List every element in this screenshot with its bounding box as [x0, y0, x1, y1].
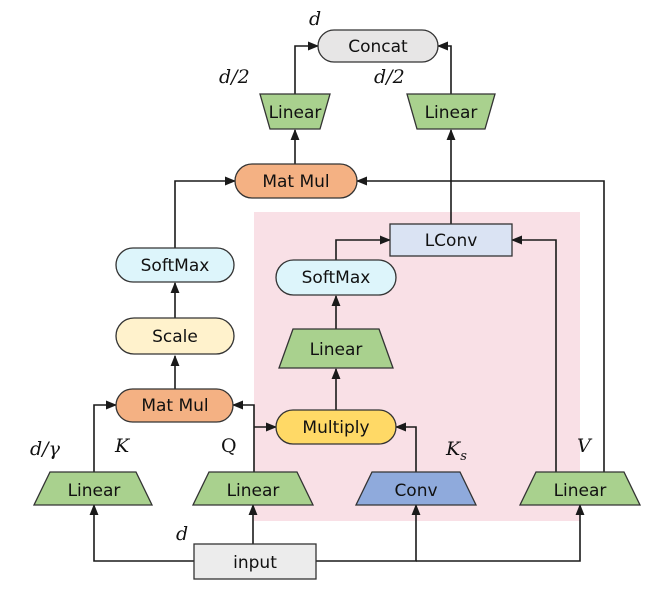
- linear-v-label: Linear: [554, 481, 607, 501]
- linear-mid-node: Linear: [278, 328, 394, 369]
- linear-top-left-label: Linear: [269, 103, 322, 123]
- linear-top-right-node: Linear: [406, 93, 496, 130]
- matmul-bottom-label: Mat Mul: [141, 396, 208, 416]
- concat-label: Concat: [348, 37, 408, 57]
- d-input-label: d: [176, 523, 188, 545]
- v-label: V: [577, 435, 593, 457]
- ks-label: Ks: [445, 438, 467, 464]
- linear-top-right-label: Linear: [425, 103, 478, 123]
- q-label: Q: [221, 435, 237, 457]
- softmax-right-node: SoftMax: [275, 259, 397, 296]
- d-top-label: d: [309, 8, 321, 30]
- linear-mid-label: Linear: [310, 340, 363, 360]
- conv-node: Conv: [354, 471, 478, 506]
- multiply-label: Multiply: [302, 418, 369, 438]
- input-node: input: [193, 543, 317, 580]
- lconv-node: LConv: [389, 223, 513, 257]
- d-half-right-label: d/2: [374, 66, 405, 88]
- matmul-top-label: Mat Mul: [262, 172, 329, 192]
- multiply-node: Multiply: [275, 409, 397, 445]
- concat-node: Concat: [317, 29, 439, 63]
- scale-label: Scale: [152, 327, 198, 347]
- linear-v-node: Linear: [518, 471, 642, 506]
- linear-q-node: Linear: [191, 471, 315, 506]
- conv-label: Conv: [394, 481, 437, 501]
- linear-k-label: Linear: [68, 481, 121, 501]
- input-label: input: [233, 553, 277, 573]
- lconv-label: LConv: [425, 231, 478, 251]
- linear-q-label: Linear: [227, 481, 280, 501]
- matmul-bottom-node: Mat Mul: [115, 388, 234, 423]
- softmax-right-label: SoftMax: [302, 268, 371, 288]
- softmax-left-node: SoftMax: [115, 247, 235, 283]
- linear-k-node: Linear: [32, 471, 154, 506]
- d-half-left-label: d/2: [219, 66, 250, 88]
- scale-node: Scale: [115, 317, 235, 355]
- d-gamma-label: d/γ: [30, 438, 61, 460]
- matmul-top-node: Mat Mul: [234, 163, 358, 199]
- edges: [89, 41, 605, 562]
- k-label: K: [114, 435, 131, 457]
- linear-top-left-node: Linear: [259, 93, 331, 130]
- softmax-left-label: SoftMax: [141, 256, 210, 276]
